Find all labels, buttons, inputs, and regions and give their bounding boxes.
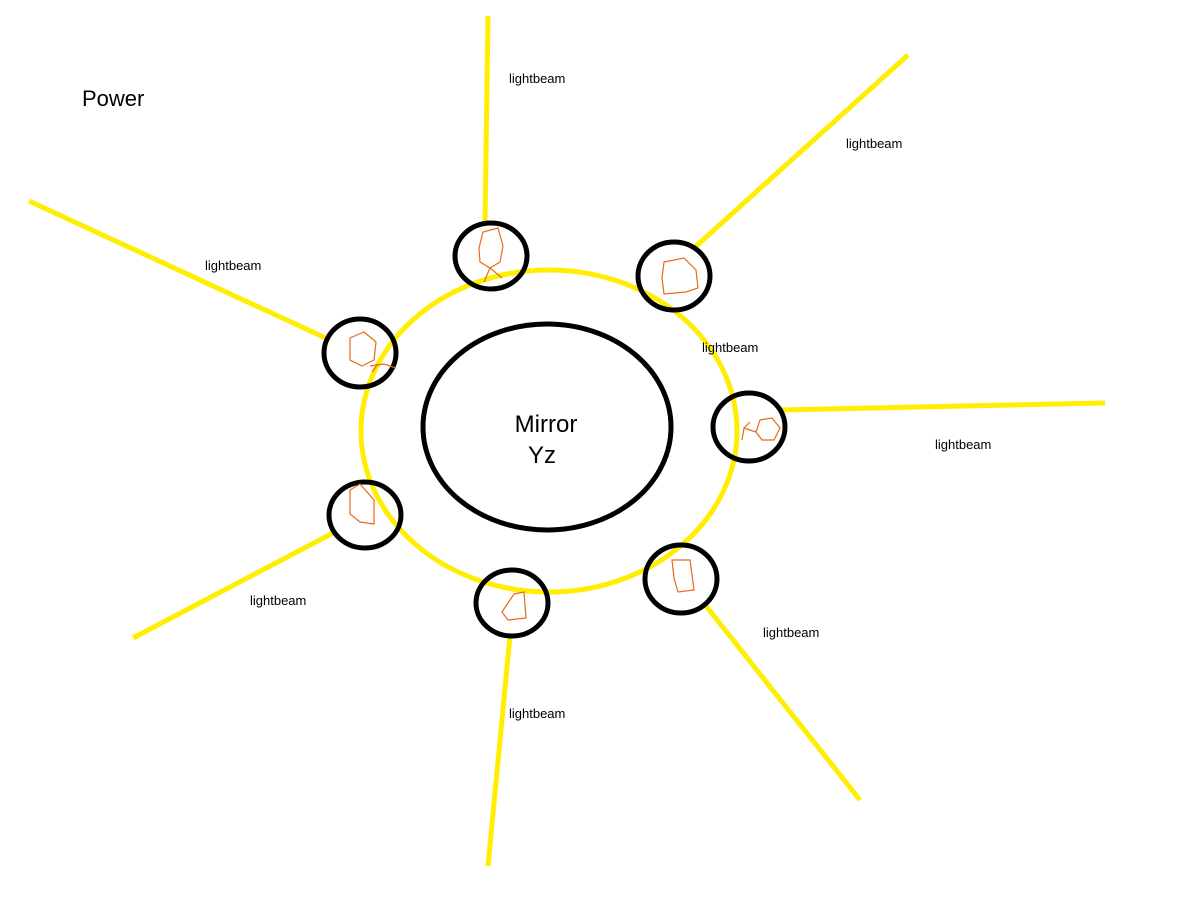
node-right [710,390,788,464]
detail-left [349,331,397,373]
nodes [321,220,788,639]
node-top-right [635,239,713,313]
mirror-ellipse [420,321,674,533]
label-ring: lightbeam [702,340,758,355]
detail-top-right [661,257,699,295]
label-beam-bottom-right: lightbeam [763,625,819,640]
label-beam-bottom-left: lightbeam [250,593,306,608]
beam-bottom [485,635,513,867]
node-bottom-right [642,542,720,616]
node-bottom [473,567,551,639]
beam-top [482,15,491,225]
beam-left [27,198,332,343]
beam-bottom-left [131,530,335,641]
page-title: Power [82,86,144,111]
beam-top-right [692,53,910,250]
beams [27,15,1106,867]
label-beam-right: lightbeam [935,437,991,452]
mirror-label: Mirror [515,411,578,438]
mirror-sublabel: Yz [528,442,556,469]
label-beam-top: lightbeam [509,71,565,86]
label-beam-bottom: lightbeam [509,706,565,721]
detail-bottom-right [671,559,695,593]
beam-right [779,400,1106,413]
label-beam-top-right: lightbeam [846,136,902,151]
detail-right [741,417,781,441]
beam-labels: lightbeam lightbeam lightbeam lightbeam … [205,71,991,721]
label-beam-left: lightbeam [205,258,261,273]
beam-bottom-right [704,604,862,802]
node-bottom-left [326,479,404,551]
node-top [452,220,530,292]
detail-bottom [501,591,527,621]
node-left [321,316,399,390]
node-details [349,227,781,621]
ring-lightbeam [358,267,740,595]
detail-bottom-left [349,483,375,525]
detail-top [478,227,504,283]
